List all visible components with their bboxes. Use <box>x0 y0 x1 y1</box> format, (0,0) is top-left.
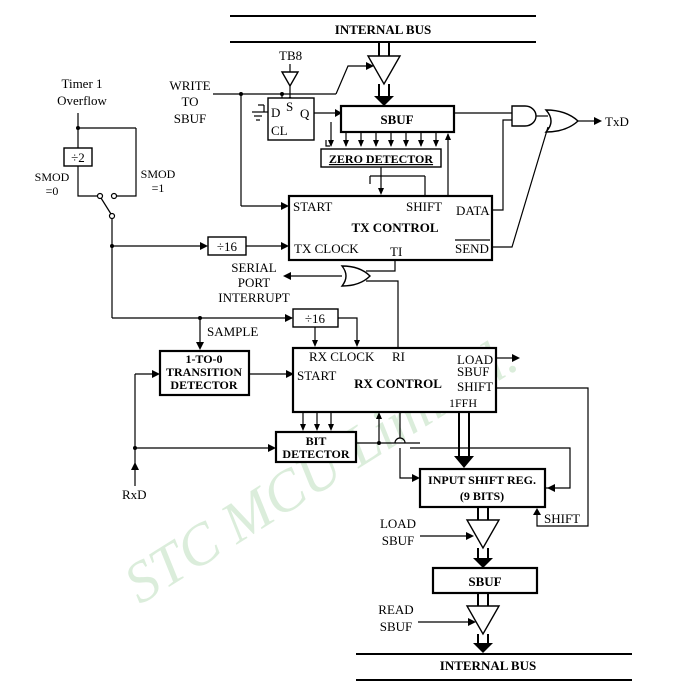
transition-detector-label: 1-TO-0 TRANSITION DETECTOR <box>166 352 242 392</box>
svg-text:D: D <box>271 105 280 120</box>
svg-text:Overflow: Overflow <box>57 93 107 108</box>
svg-text:1-TO-0: 1-TO-0 <box>185 352 222 366</box>
internal-bus-top-label: INTERNAL BUS <box>335 22 431 37</box>
input-shift-register <box>418 467 547 509</box>
tx-control-shift: SHIFT <box>406 199 442 214</box>
svg-text:S: S <box>286 99 293 114</box>
svg-text:WRITE: WRITE <box>169 78 210 93</box>
tx-control-ti: TI <box>390 244 402 259</box>
tx-sbuf-label: SBUF <box>380 112 413 127</box>
rx-control-sbuf-label: SBUF <box>457 364 490 379</box>
write-to-sbuf-label: WRITE TO SBUF <box>169 78 210 126</box>
rx-control-ri: RI <box>392 349 405 364</box>
rx-read-buffer <box>465 593 501 653</box>
rx-control-to-bit-detector-arrows <box>300 412 334 431</box>
rx-control-load-label: LOAD <box>457 352 493 367</box>
rx-control-start: START <box>297 368 336 383</box>
svg-text:SBUF: SBUF <box>174 111 207 126</box>
svg-text:DETECTOR: DETECTOR <box>170 378 237 392</box>
svg-text:TO: TO <box>181 94 198 109</box>
internal-bus-bottom: INTERNAL BUS <box>356 653 632 681</box>
ground-icon <box>252 104 268 121</box>
tb8-label: TB8 <box>279 48 302 63</box>
rx-control-rx-clock: RX CLOCK <box>309 349 375 364</box>
tx-control-data: DATA <box>456 203 490 218</box>
svg-text:Timer 1: Timer 1 <box>61 76 102 91</box>
bit-detector-label: BIT DETECTOR <box>282 434 349 461</box>
rx-control-block <box>291 346 498 414</box>
and-gate <box>511 105 537 127</box>
sbuf-to-zero-detector-arrows <box>328 122 439 147</box>
svg-text:SMOD: SMOD <box>35 170 70 184</box>
svg-text:INTERRUPT: INTERRUPT <box>218 290 290 305</box>
rx-control-shift: SHIFT <box>457 379 493 394</box>
input-shift-shift-label: SHIFT <box>544 511 580 526</box>
svg-text:=1: =1 <box>152 181 165 195</box>
internal-bus-bottom-label: INTERNAL BUS <box>440 658 536 673</box>
tx-control-start: START <box>293 199 332 214</box>
divide-by-2-label: ÷2 <box>71 150 85 165</box>
top-bus-buffer <box>366 43 402 106</box>
internal-bus-top: INTERNAL BUS <box>230 15 536 43</box>
smod-switch <box>100 197 112 215</box>
svg-text:SBUF: SBUF <box>382 533 415 548</box>
rx-sbuf-register <box>431 566 539 595</box>
sample-label: SAMPLE <box>207 324 258 339</box>
svg-text:READ: READ <box>378 602 413 617</box>
transition-detector-block <box>158 349 251 397</box>
rx-control-title: RX CONTROL <box>354 376 442 391</box>
svg-text:DETECTOR: DETECTOR <box>282 447 349 461</box>
timer1-overflow-label: Timer 1 Overflow <box>57 76 107 108</box>
tx-control-block <box>287 194 494 262</box>
rx-control-1ffh: 1FFH <box>449 396 477 410</box>
rx-load-buffer <box>465 507 501 568</box>
svg-text:SMOD: SMOD <box>141 167 176 181</box>
load-1ffh-arrow <box>454 412 474 468</box>
svg-text:INPUT SHIFT REG.: INPUT SHIFT REG. <box>428 473 536 487</box>
svg-text:Q: Q <box>300 106 310 121</box>
svg-text:SERIAL: SERIAL <box>231 260 277 275</box>
svg-text:SBUF: SBUF <box>380 619 413 634</box>
svg-text:(9 BITS): (9 BITS) <box>460 489 504 503</box>
svg-text:=0: =0 <box>46 184 59 198</box>
svg-text:PORT: PORT <box>238 275 271 290</box>
rx-sbuf-label: SBUF <box>468 574 501 589</box>
divide-by-16-tx-label: ÷16 <box>217 239 238 254</box>
tx-control-tx-clock: TX CLOCK <box>294 241 359 256</box>
interrupt-or-gate <box>340 265 371 287</box>
smod0-label: SMOD =0 <box>35 170 70 198</box>
serial-port-interrupt-label: SERIAL PORT INTERRUPT <box>218 260 290 305</box>
svg-text:TRANSITION: TRANSITION <box>166 365 242 379</box>
svg-text:BIT: BIT <box>306 434 327 448</box>
or-gate <box>544 109 580 133</box>
read-sbuf-label: READ SBUF <box>378 602 413 634</box>
input-shift-register-label: INPUT SHIFT REG. (9 BITS) <box>428 473 536 503</box>
txd-label: TxD <box>605 114 629 129</box>
svg-text:CL: CL <box>271 123 288 138</box>
bit-detector-block <box>274 430 358 464</box>
latch: D S Q CL <box>267 97 315 141</box>
divide-by-16-rx-label: ÷16 <box>305 311 326 326</box>
tx-control-send: SEND <box>455 241 489 256</box>
tx-control-title: TX CONTROL <box>351 220 438 235</box>
load-sbuf-label: LOAD SBUF <box>380 516 416 548</box>
svg-text:LOAD: LOAD <box>380 516 416 531</box>
zero-detector-label: ZERO DETECTOR <box>329 152 433 166</box>
rxd-label: RxD <box>122 487 147 502</box>
tx-sbuf-register <box>339 104 456 134</box>
smod1-label: SMOD =1 <box>141 167 176 195</box>
